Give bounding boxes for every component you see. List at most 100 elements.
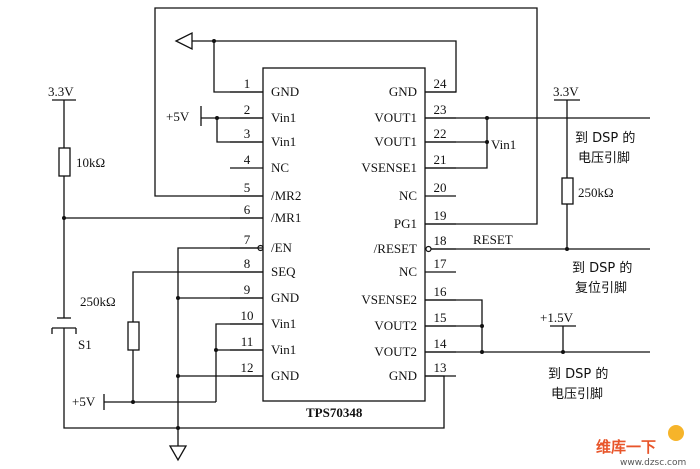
label-plus5v-top: +5V bbox=[166, 109, 190, 124]
label-r10k: 10kΩ bbox=[76, 155, 105, 170]
top-ground-net bbox=[174, 31, 457, 93]
switch-s1: S1 bbox=[51, 317, 178, 429]
pin-number: 6 bbox=[244, 202, 251, 217]
pin-number: 17 bbox=[434, 256, 448, 271]
pin-label: Vin1 bbox=[271, 316, 296, 331]
pin-4: 4NC bbox=[230, 152, 289, 175]
pin-number: 21 bbox=[434, 152, 447, 167]
pin-number: 1 bbox=[244, 76, 251, 91]
inversion-bubble bbox=[425, 245, 432, 253]
label-dsp-reset-a: 到 DSP 的 bbox=[572, 260, 632, 276]
label-dsp-reset-b: 复位引脚 bbox=[575, 280, 627, 296]
label-r250k-right: 250kΩ bbox=[578, 185, 614, 200]
pin-number: 15 bbox=[434, 310, 447, 325]
seq-net: 250kΩ bbox=[80, 271, 263, 402]
chip-name: TPS70348 bbox=[306, 405, 363, 420]
pin-label: Vin1 bbox=[271, 342, 296, 357]
label-dsp-voltage-1a: 到 DSP 的 bbox=[575, 130, 635, 146]
pin-label: GND bbox=[389, 368, 417, 383]
pin-number: 23 bbox=[434, 102, 447, 117]
label-plus15v: +1.5V bbox=[540, 310, 574, 325]
pin-number: 16 bbox=[434, 284, 448, 299]
right-pin-group: 24GND23VOUT122VOUT121VSENSE120NC19PG118/… bbox=[361, 76, 456, 383]
pin-number: 12 bbox=[241, 360, 254, 375]
pin-label: /RESET bbox=[374, 241, 417, 256]
label-plus5v-bottom: +5V bbox=[72, 394, 96, 409]
ground-symbol-bottom bbox=[168, 445, 188, 462]
pin-number: 5 bbox=[244, 180, 251, 195]
pin-number: 7 bbox=[244, 232, 251, 247]
pg1-mr2-loop bbox=[154, 7, 538, 225]
reset-pullup-net: 3.3V 250kΩ RESET bbox=[431, 84, 650, 251]
pin-label: NC bbox=[399, 264, 417, 279]
pin-label: Vin1 bbox=[271, 134, 296, 149]
pin-number: 8 bbox=[244, 256, 251, 271]
pin-number: 24 bbox=[434, 76, 448, 91]
label-3v3-left: 3.3V bbox=[48, 84, 74, 99]
pin-number: 19 bbox=[434, 208, 447, 223]
label-dsp-voltage-2a: 到 DSP 的 bbox=[548, 366, 608, 382]
pin-label: VSENSE1 bbox=[361, 160, 417, 175]
resistor-10k bbox=[58, 147, 71, 177]
resistor-250k-right bbox=[561, 177, 574, 205]
pin-number: 20 bbox=[434, 180, 447, 195]
pin-label: GND bbox=[271, 84, 299, 99]
vout2-net: +1.5V bbox=[425, 299, 650, 354]
pin-label: /EN bbox=[271, 240, 293, 255]
pin-label: NC bbox=[399, 188, 417, 203]
pin-6: 6/MR1 bbox=[230, 202, 301, 225]
chip-body bbox=[262, 67, 426, 402]
pin-label: GND bbox=[271, 368, 299, 383]
label-vin1: Vin1 bbox=[491, 137, 516, 152]
left-pin-group: 1GND2Vin13Vin14NC5/MR26/MR17/EN8SEQ9GND1… bbox=[230, 76, 301, 383]
vin1-top-net: +5V bbox=[166, 106, 263, 143]
watermark-logo: 维库一下 www.dzsc.com bbox=[596, 425, 686, 468]
label-3v3-right: 3.3V bbox=[553, 84, 579, 99]
pin-label: VOUT1 bbox=[374, 134, 417, 149]
smiley-icon bbox=[668, 425, 684, 441]
pin-number: 13 bbox=[434, 360, 447, 375]
ground-symbol-top bbox=[174, 31, 193, 51]
watermark-brand: 维库一下 bbox=[596, 438, 656, 456]
ground-bus bbox=[168, 247, 445, 462]
pin-number: 4 bbox=[244, 152, 251, 167]
pin-label: VOUT2 bbox=[374, 318, 417, 333]
pin-7: 7/EN bbox=[230, 232, 293, 255]
pin-18: 18/RESET bbox=[374, 233, 456, 256]
pin-number: 9 bbox=[244, 282, 251, 297]
vout1-net: Vin1 bbox=[425, 116, 650, 169]
label-s1: S1 bbox=[78, 337, 92, 352]
pin-label: SEQ bbox=[271, 264, 296, 279]
pin-label: VOUT2 bbox=[374, 344, 417, 359]
label-r250k-left: 250kΩ bbox=[80, 294, 116, 309]
watermark-url: www.dzsc.com bbox=[620, 458, 686, 468]
pin-label: /MR1 bbox=[271, 210, 301, 225]
label-dsp-voltage-1b: 电压引脚 bbox=[578, 150, 630, 166]
pin-number: 14 bbox=[434, 336, 448, 351]
pin-label: /MR2 bbox=[271, 188, 301, 203]
label-dsp-voltage-2b: 电压引脚 bbox=[551, 386, 603, 402]
resistor-250k-left bbox=[127, 321, 140, 351]
pin-number: 11 bbox=[241, 334, 254, 349]
label-reset: RESET bbox=[473, 232, 513, 247]
pin-label: GND bbox=[389, 84, 417, 99]
pin-label: VSENSE2 bbox=[361, 292, 417, 307]
left-pullup-net: 3.3V 10kΩ bbox=[48, 84, 263, 318]
pin-label: Vin1 bbox=[271, 110, 296, 125]
pin-label: VOUT1 bbox=[374, 110, 417, 125]
pin-number: 22 bbox=[434, 126, 447, 141]
pin-number: 10 bbox=[241, 308, 254, 323]
pin-label: NC bbox=[271, 160, 289, 175]
